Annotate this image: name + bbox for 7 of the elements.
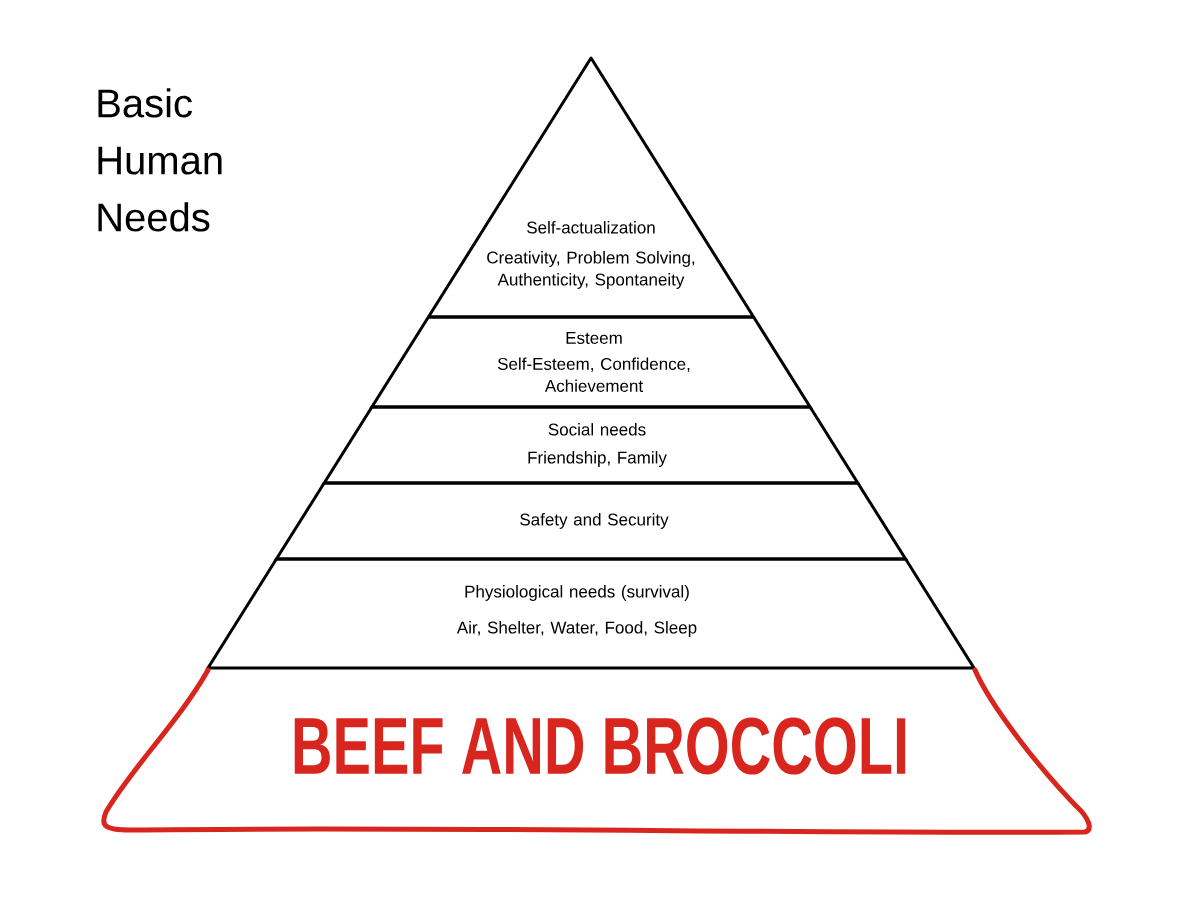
pyramid-tier: Physiological needs (survival) Air, Shelter, Water, Food, Sleep	[205, 557, 977, 670]
title: Basic Human Needs	[98, 88, 222, 232]
pyramid-tier: Self-actualization Creativity, Problem Solving, Authenticity, Spontaneity	[426, 56, 756, 319]
pyramid-tier: Safety and Security	[273, 481, 909, 561]
pyramid-tier: Social needs Friendship, Family	[321, 405, 861, 485]
base-tier: BEEF AND BROCCOLI	[101, 667, 1092, 835]
pyramid-tier: Esteem Self-Esteem, Confidence, Achievement	[369, 315, 813, 409]
